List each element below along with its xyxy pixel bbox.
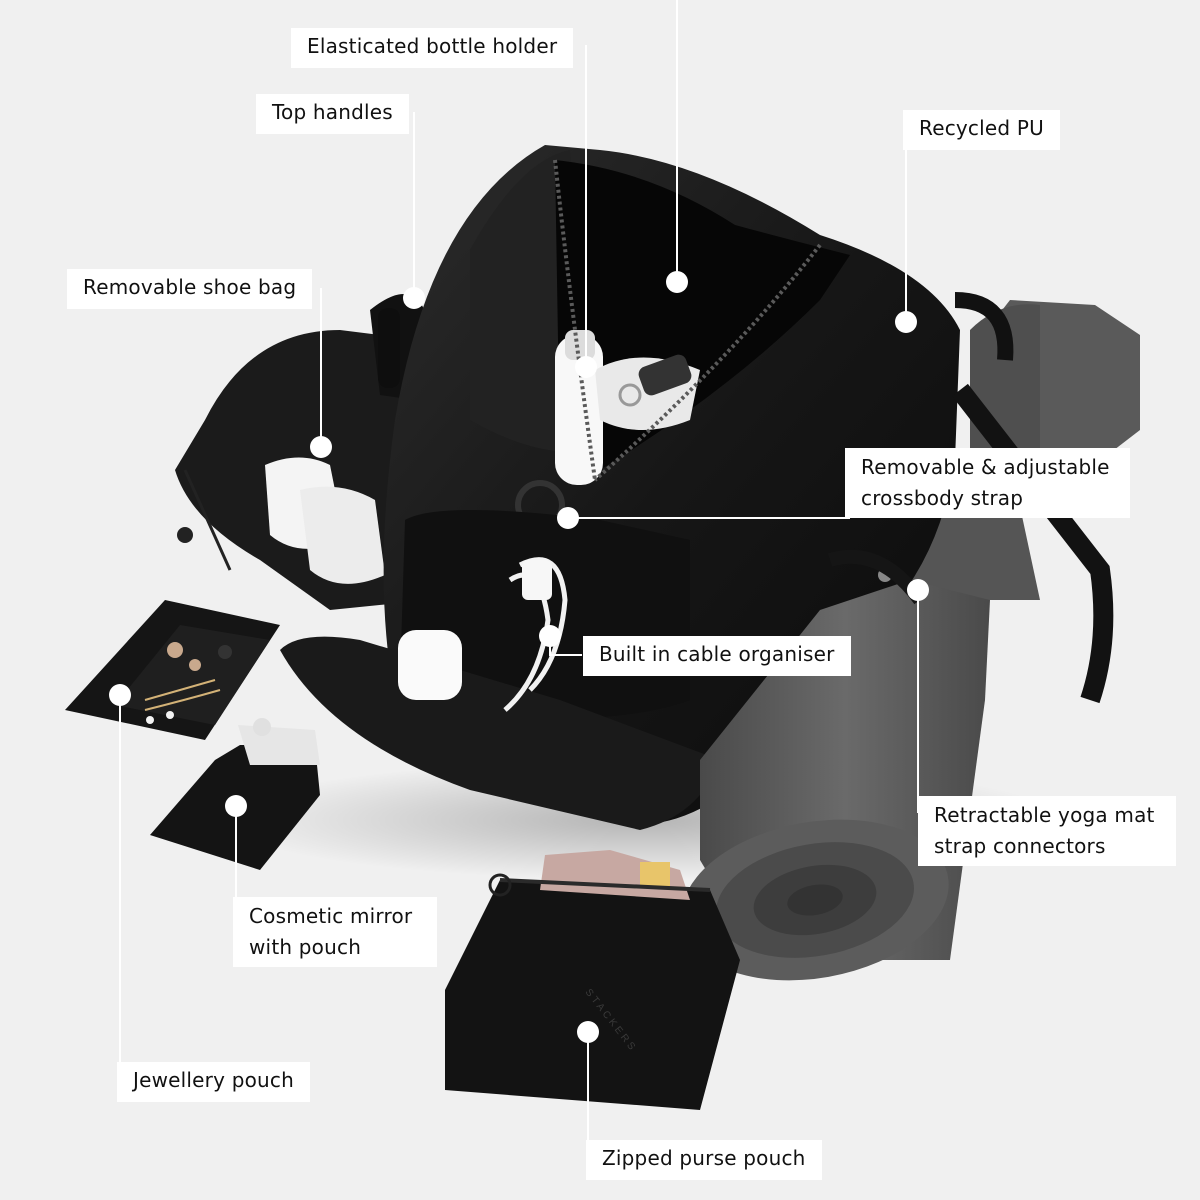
- label-crossbody-line2: crossbody strap: [861, 486, 1024, 510]
- label-yoga-connectors: Retractable yoga mat strap connectors: [918, 796, 1176, 866]
- label-cosmetic-mirror: Cosmetic mirror with pouch: [233, 897, 437, 967]
- label-crossbody-strap: Removable & adjustable crossbody strap: [845, 448, 1130, 518]
- jewellery-pouch: [65, 600, 280, 740]
- shoe-bag: [175, 294, 430, 610]
- label-cable-organiser: Built in cable organiser: [583, 636, 851, 676]
- label-recycled-pu: Recycled PU: [903, 110, 1060, 150]
- label-yoga-line2: strap connectors: [934, 834, 1106, 858]
- label-mirror-line2: with pouch: [249, 935, 362, 959]
- label-purse-pouch: Zipped purse pouch: [586, 1140, 822, 1180]
- label-shoe-bag: Removable shoe bag: [67, 269, 313, 309]
- label-top-handles: Top handles: [256, 94, 409, 134]
- label-mirror-line1: Cosmetic mirror: [249, 904, 413, 928]
- label-yoga-line1: Retractable yoga mat: [934, 803, 1155, 827]
- label-bottle-holder: Elasticated bottle holder: [291, 28, 574, 68]
- label-jewellery-pouch: Jewellery pouch: [117, 1062, 310, 1102]
- purse-pouch: STACKERS: [445, 850, 740, 1110]
- callout-dots: [109, 271, 929, 1043]
- label-crossbody-line1: Removable & adjustable: [861, 455, 1110, 479]
